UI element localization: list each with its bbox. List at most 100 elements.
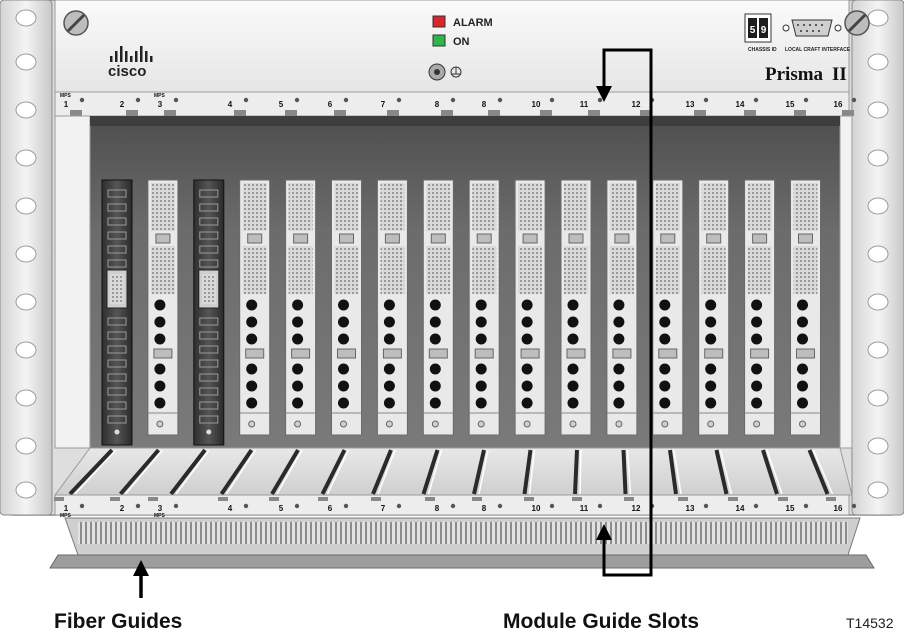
vent-slot [199, 359, 219, 368]
top-slot-number: 8 [482, 100, 487, 109]
optical-port [383, 316, 395, 328]
optical-port [292, 397, 304, 409]
optical-port [292, 363, 304, 375]
mounting-hole [867, 101, 889, 119]
svg-text:9: 9 [761, 25, 767, 36]
power-module-body [193, 179, 225, 446]
vent-slot [199, 245, 219, 254]
module-guide-slots-bracket [602, 48, 653, 577]
optical-port [751, 316, 763, 328]
vent-slot [199, 231, 219, 240]
guide-slot-highlight [766, 449, 783, 495]
connector-pins [201, 274, 216, 304]
optical-port [797, 397, 808, 409]
optical-port [338, 380, 349, 392]
module-latch [568, 233, 584, 244]
slot-connector [744, 110, 756, 116]
slot-led [243, 503, 249, 509]
slot-connector [371, 497, 381, 501]
bottom-slot-number: 2 [120, 504, 125, 513]
module-guide-slot [573, 449, 579, 495]
heatsink [564, 183, 588, 231]
on-led [432, 34, 446, 47]
optical-port [613, 299, 625, 311]
application-module [468, 179, 500, 436]
slot-connector [488, 110, 500, 116]
vent-slot [199, 373, 219, 382]
vent-slot [107, 401, 127, 410]
vent-slot [107, 373, 127, 382]
heatsink [701, 246, 726, 294]
slot-led [497, 97, 503, 103]
guide-slot-highlight [719, 449, 733, 495]
slot-connector [425, 497, 435, 501]
guide-slot-highlight [427, 449, 443, 495]
slot-led [173, 503, 179, 509]
slot-connector [387, 110, 399, 116]
slot-led [450, 97, 456, 103]
cisco-logo-bar [145, 51, 148, 62]
module-latch [247, 233, 263, 244]
optical-port [246, 316, 258, 328]
slot-led [753, 503, 759, 509]
mps-label: MPS [60, 93, 72, 99]
optical-port [338, 397, 349, 409]
optical-port [751, 397, 763, 409]
module-guide-slot [522, 449, 533, 495]
optical-port [613, 316, 625, 328]
module-latch [520, 348, 540, 359]
vent-slot [107, 231, 127, 240]
slot-led [294, 503, 300, 509]
application-module [606, 179, 638, 436]
figure-id: T14532 [846, 615, 894, 631]
mounting-hole [15, 197, 37, 215]
slot-led [343, 503, 349, 509]
guide-slot-highlight [124, 449, 164, 495]
optical-port [475, 397, 487, 409]
slot-connector [572, 497, 582, 501]
module-guide-slot [807, 449, 830, 495]
thumbscrew [707, 420, 715, 428]
alarm-label: ALARM [453, 17, 493, 29]
optical-port [705, 333, 717, 345]
optical-port [429, 397, 441, 409]
top-slot-number: 5 [279, 100, 284, 109]
optical-port [154, 397, 166, 409]
slot-connector [540, 110, 552, 116]
heatsink [242, 183, 267, 231]
optical-port [521, 299, 533, 311]
module-guide-slot [668, 449, 678, 495]
vent-slot [199, 331, 219, 340]
optical-port [429, 333, 441, 345]
optical-port [751, 380, 763, 392]
optical-port [751, 363, 763, 375]
cisco-logo-bar [120, 46, 123, 62]
optical-port [613, 397, 625, 409]
module-latch [430, 233, 446, 244]
top-slot-number: 6 [328, 100, 333, 109]
bottom-slot-number: 8 [435, 504, 440, 513]
vent-slot [199, 217, 219, 226]
application-module [652, 179, 684, 436]
mounting-hole [867, 197, 889, 215]
slot-connector [269, 497, 279, 501]
thumbscrew [248, 420, 256, 428]
on-label: ON [453, 36, 470, 48]
optical-port [154, 316, 166, 328]
thumbscrew [753, 420, 761, 428]
optical-port [567, 299, 579, 311]
optical-port [567, 316, 579, 328]
power-supply-module [193, 179, 225, 446]
top-slot-number: 2 [120, 100, 125, 109]
slot-led [450, 503, 456, 509]
heatsink [380, 183, 405, 231]
heatsink [150, 246, 175, 294]
slot-led [803, 97, 809, 103]
module-latch [566, 348, 586, 359]
mounting-hole [15, 341, 37, 359]
vent-slot [107, 203, 127, 212]
mounting-hole [15, 481, 37, 499]
svg-text:cisco: cisco [108, 63, 146, 80]
vent-slot [199, 203, 219, 212]
cisco-logo-bar [150, 56, 153, 62]
